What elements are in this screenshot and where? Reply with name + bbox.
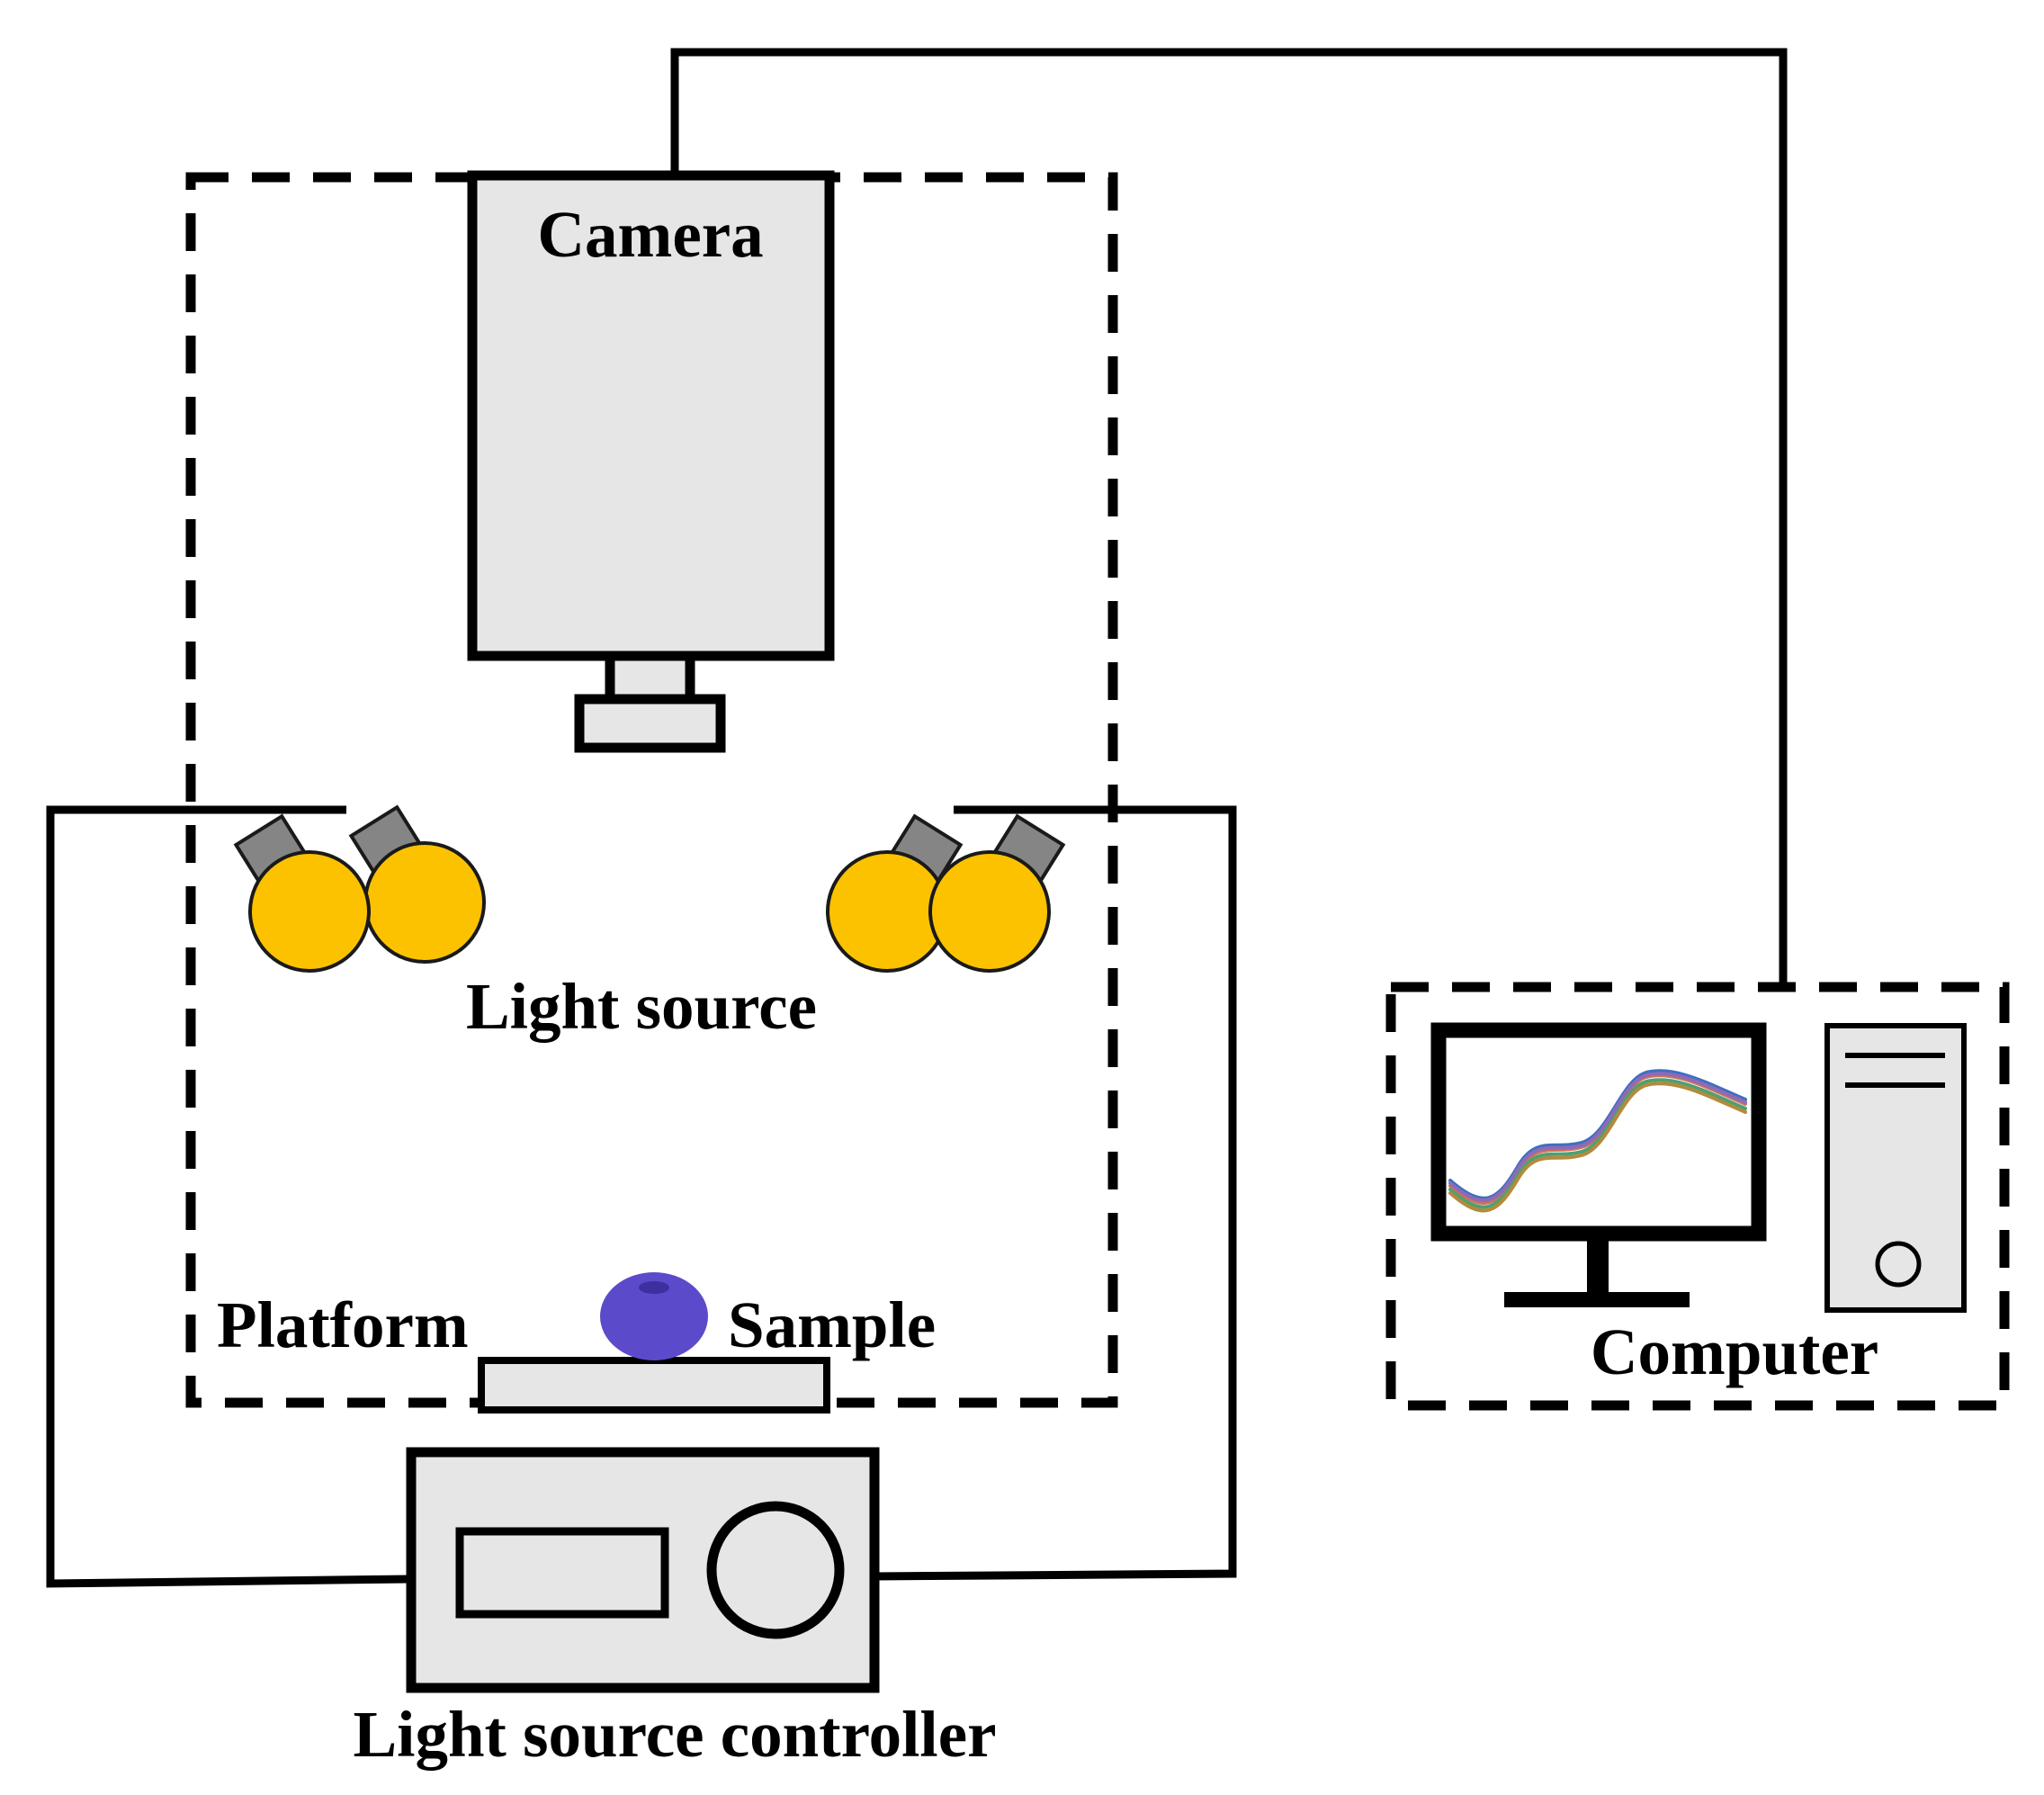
- bulb: [363, 841, 486, 964]
- platform-label: Platform: [217, 1288, 469, 1361]
- tower-power-button: [1875, 1241, 1922, 1288]
- camera-body: [467, 170, 835, 661]
- sample-label: Sample: [728, 1288, 936, 1361]
- monitor-neck: [1587, 1241, 1609, 1292]
- computer-label: Computer: [1591, 1315, 1878, 1388]
- camera-icon: Camera: [467, 170, 835, 753]
- platform: [478, 1357, 830, 1414]
- camera-computer-cable: [670, 48, 1788, 983]
- controller-display: [455, 1527, 669, 1619]
- light-source-label: Light source: [466, 970, 817, 1043]
- light-source-controller-label: Light source controller: [353, 1698, 996, 1771]
- controller-knob: [706, 1501, 845, 1639]
- bulb: [248, 850, 371, 973]
- sample-calyx: [639, 1281, 669, 1294]
- computer-group-outline: [1385, 982, 2010, 1411]
- monitor-icon: [1430, 1022, 1767, 1307]
- left-light-source-group: [233, 804, 486, 973]
- lamp-icon: [928, 813, 1066, 973]
- lamp-icon: [348, 804, 486, 964]
- right-light-source-group: [826, 813, 1066, 973]
- lamp-icon: [233, 813, 371, 973]
- camera-lens: [574, 694, 726, 753]
- camera-lens-neck: [605, 651, 695, 705]
- left-light-cable: [46, 805, 410, 1588]
- controller-icon: [406, 1447, 880, 1693]
- controller-body: [406, 1447, 880, 1693]
- sample: [600, 1272, 708, 1360]
- tower-body: [1824, 1023, 1967, 1313]
- monitor-stand: [1504, 1292, 1690, 1307]
- lamp-icon: [826, 813, 964, 973]
- spectral-curves: [1448, 1069, 1747, 1213]
- right-light-cable: [873, 805, 1237, 1581]
- pc-tower-icon: [1824, 1023, 1967, 1313]
- bulb: [928, 850, 1051, 973]
- camera-label: Camera: [537, 198, 763, 271]
- blueberry-icon: [600, 1272, 708, 1360]
